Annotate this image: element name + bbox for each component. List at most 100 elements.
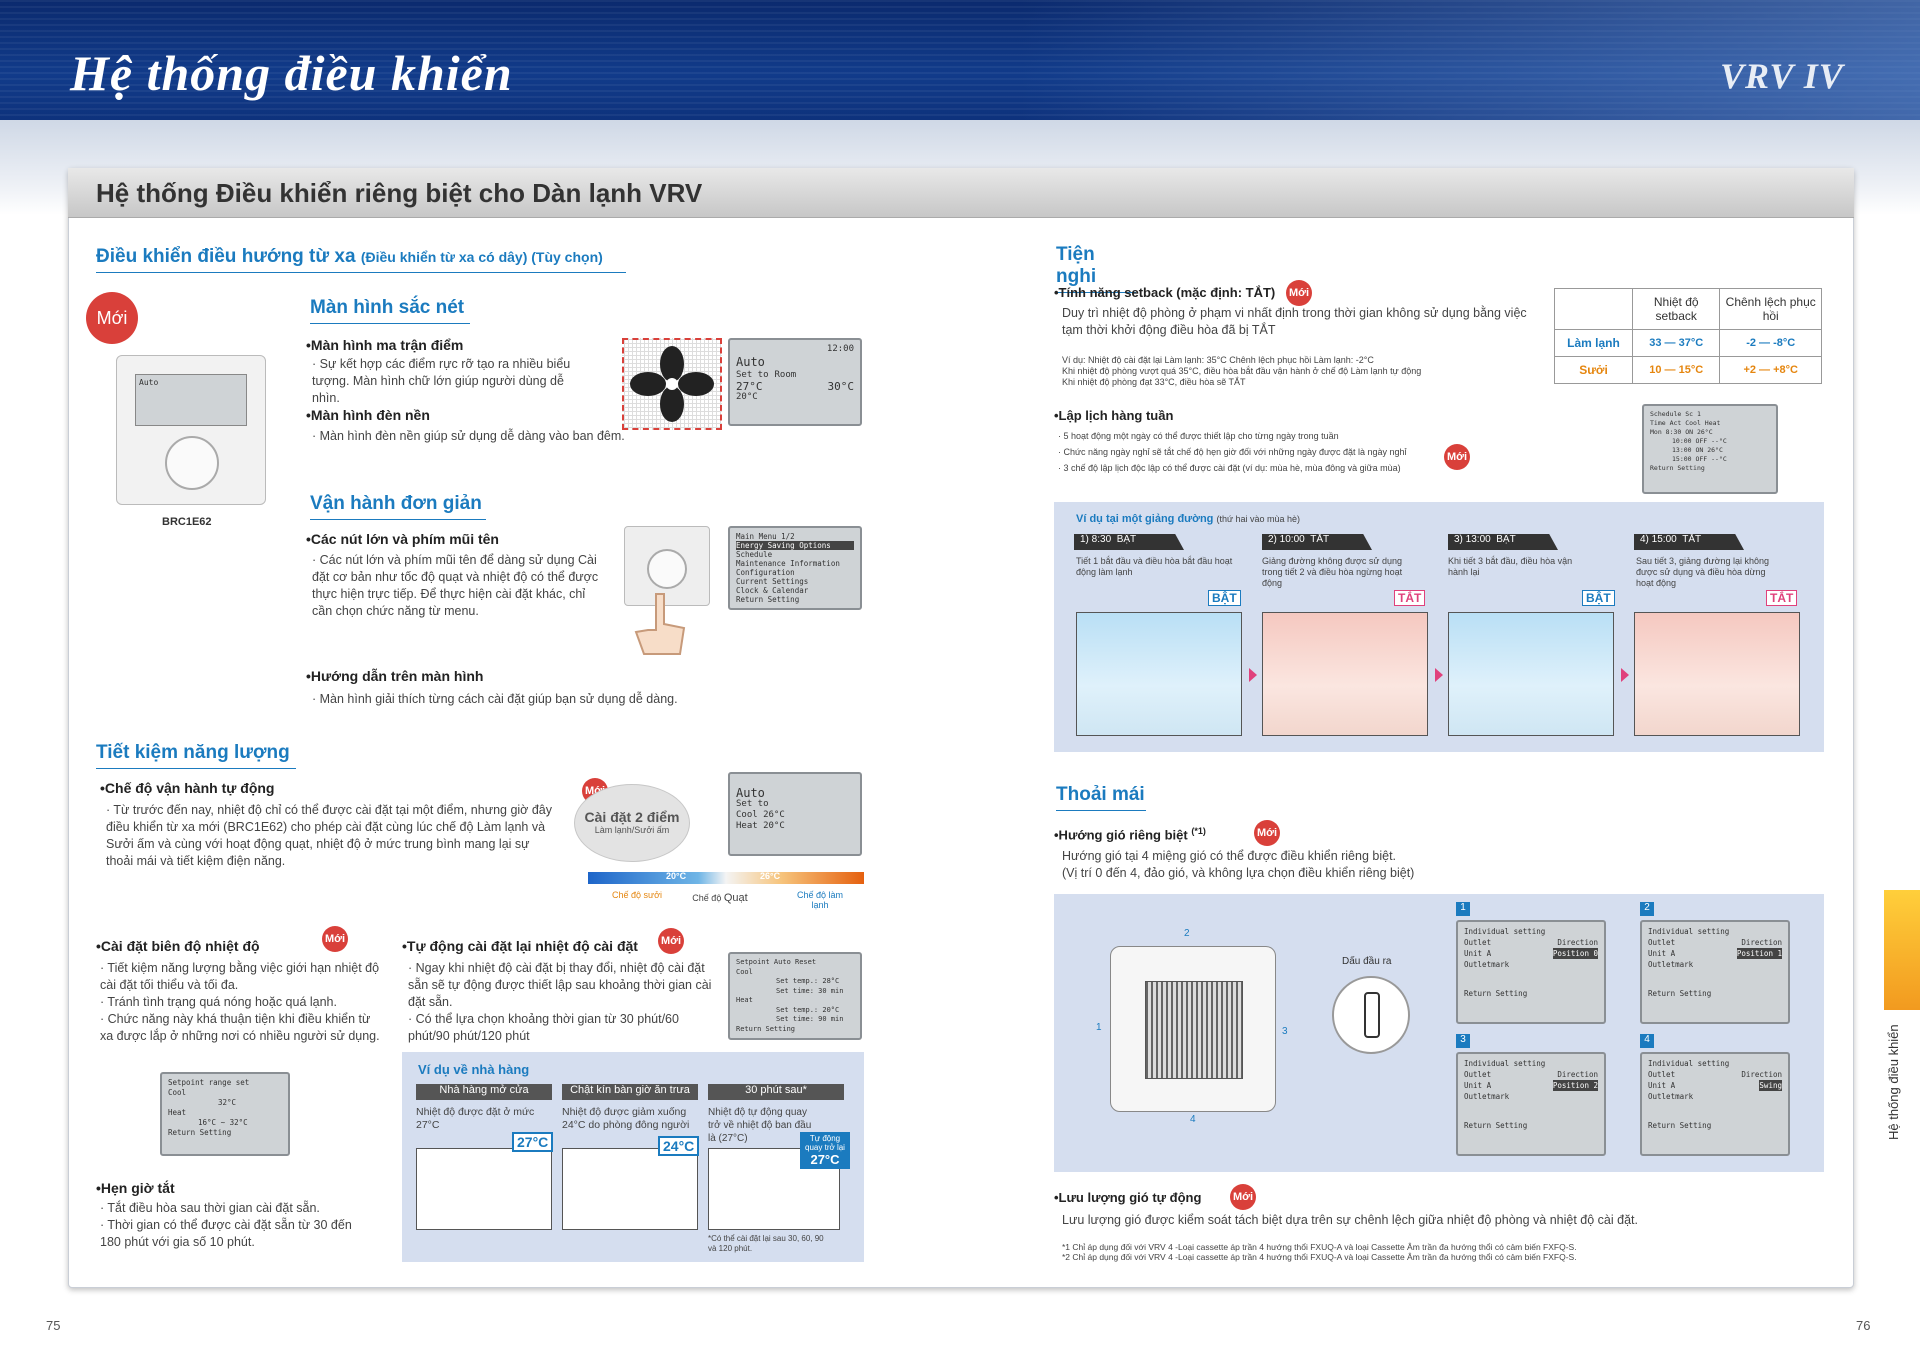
- screen-num-4: 4: [1640, 1034, 1654, 1048]
- footnotes: *1 Chỉ áp dụng đối với VRV 4 -Loại casse…: [1062, 1242, 1577, 1262]
- dot-matrix-text: · Sự kết hợp các điểm rực rỡ tạo ra nhiề…: [312, 357, 571, 405]
- big-buttons-text: · Các nút lớn và phím mũi tên để dàng sử…: [312, 553, 599, 618]
- display-heading: Màn hình sắc nét: [310, 297, 470, 324]
- arrow-icon: [1621, 668, 1629, 682]
- lecture-step2-badge: TẮT: [1394, 590, 1426, 606]
- new-badge-weekly: Mới: [1444, 444, 1470, 470]
- bar-label-20: 20°C: [666, 871, 687, 881]
- new-badge-range: Mới: [322, 926, 348, 952]
- airflow-text: Hướng gió tại 4 miệng gió có thể được đi…: [1062, 849, 1415, 880]
- lecture-step4-head: 4) 15:00 TẮT: [1634, 534, 1744, 550]
- lecture-step3-head: 3) 13:00 BẬT: [1448, 534, 1558, 550]
- remote-controller-image: Auto: [116, 355, 266, 505]
- cassette-unit-image: [1110, 946, 1276, 1112]
- restaurant-step3-head: 30 phút sau*: [708, 1084, 844, 1100]
- onscreen-guide-title: •Hướng dẫn trên màn hình: [306, 668, 484, 684]
- auto-lcd: Auto Set to Cool 26°C Heat 20°C: [728, 772, 862, 856]
- outlet-num-3: 3: [1282, 1026, 1288, 1037]
- restaurant-step1-text: Nhiệt độ được đặt ở mức 27°C: [416, 1106, 535, 1131]
- restaurant-step1-temp: 27°C: [512, 1132, 554, 1152]
- energy-heading: Tiết kiệm năng lượng: [96, 742, 296, 769]
- onscreen-guide-text: · Màn hình giải thích từng cách cài đặt …: [312, 692, 678, 706]
- dot-matrix-fan-icon: [622, 338, 722, 430]
- setback-text: Duy trì nhiệt độ phòng ở phạm vi nhất đị…: [1062, 306, 1527, 337]
- cozy-heading: Thoải mái: [1056, 784, 1146, 811]
- new-badge: Mới: [86, 292, 138, 344]
- section-bar: [68, 168, 1854, 218]
- lecture-step1-head: 1) 8:30 BẬT: [1074, 534, 1184, 550]
- lecture-step1-badge: BẬT: [1208, 590, 1241, 606]
- outlet-num-1: 1: [1096, 1022, 1102, 1033]
- page-number-left: 75: [46, 1318, 61, 1333]
- screen-num-3: 3: [1456, 1034, 1470, 1048]
- setback-title: •Tính năng setback (mặc định: TẮT): [1054, 285, 1276, 300]
- airflow-title: •Hướng gió riêng biệt (*1): [1054, 826, 1206, 843]
- finger-pointer-icon: [626, 590, 696, 660]
- setback-table-h2: Chênh lệch phục hồi: [1719, 288, 1822, 330]
- weekly-title: •Lập lịch hàng tuần: [1054, 408, 1174, 423]
- new-badge-flow: Mới: [1230, 1184, 1256, 1210]
- auto-reset-title: •Tự động cài đặt lại nhiệt độ cài đặt: [402, 938, 638, 954]
- side-tab-label: Hệ thống điều khiển: [1886, 1024, 1901, 1140]
- schedule-lcd: Schedule Sc 1 Time Act Cool Heat Mon 8:3…: [1642, 404, 1778, 494]
- big-buttons-title: •Các nút lớn và phím mũi tên: [306, 531, 499, 547]
- lecture-step2-head: 2) 10:00 TẮT: [1262, 534, 1372, 550]
- dot-matrix-title: •Màn hình ma trận điểm: [306, 337, 464, 353]
- lecture-step4-image: [1634, 612, 1800, 736]
- two-point-bubble: Cài đặt 2 điểm Làm lạnh/Sưởi ấm: [574, 784, 690, 862]
- side-tab-color: [1884, 890, 1920, 1010]
- lecture-step3-image: [1448, 612, 1614, 736]
- auto-reset-lcd: Setpoint Auto Reset Cool Set temp.: 28°C…: [728, 952, 862, 1040]
- remote-heading-text: Điều khiển điều hướng từ xa: [96, 246, 356, 267]
- brand-logo: VRV IV: [1720, 56, 1844, 96]
- lecture-step1-text: Tiết 1 bắt đầu và điều hòa bắt đầu hoạt …: [1076, 556, 1233, 577]
- restaurant-step2-head: Chật kín bàn giờ ăn trưa: [562, 1084, 698, 1100]
- comfort-heading: Tiện nghi: [1056, 244, 1136, 293]
- section-title: Hệ thống Điều khiển riêng biệt cho Dàn l…: [96, 178, 703, 208]
- lecture-step1-image: [1076, 612, 1242, 736]
- setback-example: Ví dụ: Nhiệt độ cài đặt lại Làm lạnh: 35…: [1062, 355, 1422, 387]
- new-badge-reset: Mới: [658, 928, 684, 954]
- new-badge-airflow: Mới: [1254, 820, 1280, 846]
- remote-heading: Điều khiển điều hướng từ xa (Điều khiển …: [96, 246, 626, 273]
- page-title: Hệ thống điều khiển: [70, 45, 513, 101]
- auto-airflow-text: Lưu lượng gió được kiểm soát tách biệt d…: [1062, 1213, 1638, 1227]
- outlet-mark-zoom: [1332, 976, 1410, 1054]
- remote-screen: Auto: [135, 374, 247, 426]
- screen-num-1: 1: [1456, 902, 1470, 916]
- remote-model: BRC1E62: [162, 516, 212, 528]
- restaurant-step2-text: Nhiệt độ được giảm xuống 24°C do phòng đ…: [562, 1106, 690, 1131]
- outlet-num-4: 4: [1190, 1114, 1196, 1125]
- lecture-step4-text: Sau tiết 3, giảng đường lại không được s…: [1636, 556, 1770, 588]
- setback-table-r1: Làm lạnh: [1554, 329, 1633, 357]
- bar-label-26: 26°C: [760, 871, 781, 881]
- remote-heading-sub: (Điều khiển từ xa có dây) (Tùy chọn): [360, 249, 603, 265]
- auto-mode-text: · Từ trước đến nay, nhiệt độ chỉ có thể …: [106, 803, 553, 868]
- heat-mode-label: Chế độ sưởi: [612, 890, 662, 900]
- restaurant-note: *Có thể cài đặt lại sau 30, 60, 90 và 12…: [708, 1234, 824, 1253]
- off-timer-text: · Tắt điều hòa sau thời gian cài đặt sẵn…: [100, 1201, 352, 1249]
- display-lcd: 12:00 Auto Set to Room 27°C 30°C 20°C: [728, 338, 862, 426]
- lecture-step4-badge: TẮT: [1766, 590, 1798, 606]
- backlight-text: · Màn hình đèn nền giúp sử dụng dễ dàng …: [312, 429, 625, 443]
- lecture-step2-text: Giảng đường không được sử dụng trong tiế…: [1262, 556, 1403, 588]
- restaurant-step2-image: [562, 1148, 698, 1230]
- header-banner: [0, 0, 1920, 135]
- page-number-right: 76: [1856, 1318, 1871, 1333]
- fan-mode-label: Chế độ Quạt: [692, 892, 748, 904]
- range-title: •Cài đặt biên độ nhiệt độ: [96, 938, 260, 954]
- lecture-step2-image: [1262, 612, 1428, 736]
- setback-table: Nhiệt độ setback Chênh lệch phục hồi Làm…: [1554, 288, 1822, 384]
- restaurant-step1-head: Nhà hàng mở cửa: [416, 1084, 552, 1100]
- lecture-step3-text: Khi tiết 3 bắt đầu, điều hòa vận hành lạ…: [1448, 556, 1573, 577]
- restaurant-step2-temp: 24°C: [658, 1136, 700, 1156]
- temp-gradient-bar: [588, 872, 864, 884]
- cool-mode-label: Chế độ làm lạnh: [796, 890, 844, 910]
- range-lcd: Setpoint range set Cool 32°C Heat 16°C ~…: [160, 1072, 290, 1156]
- outlet-mark-label: Dấu đầu ra: [1342, 956, 1392, 967]
- setback-table-h1: Nhiệt độ setback: [1631, 288, 1721, 330]
- menu-lcd: Main Menu 1/2 Energy Saving Options Sche…: [728, 526, 862, 610]
